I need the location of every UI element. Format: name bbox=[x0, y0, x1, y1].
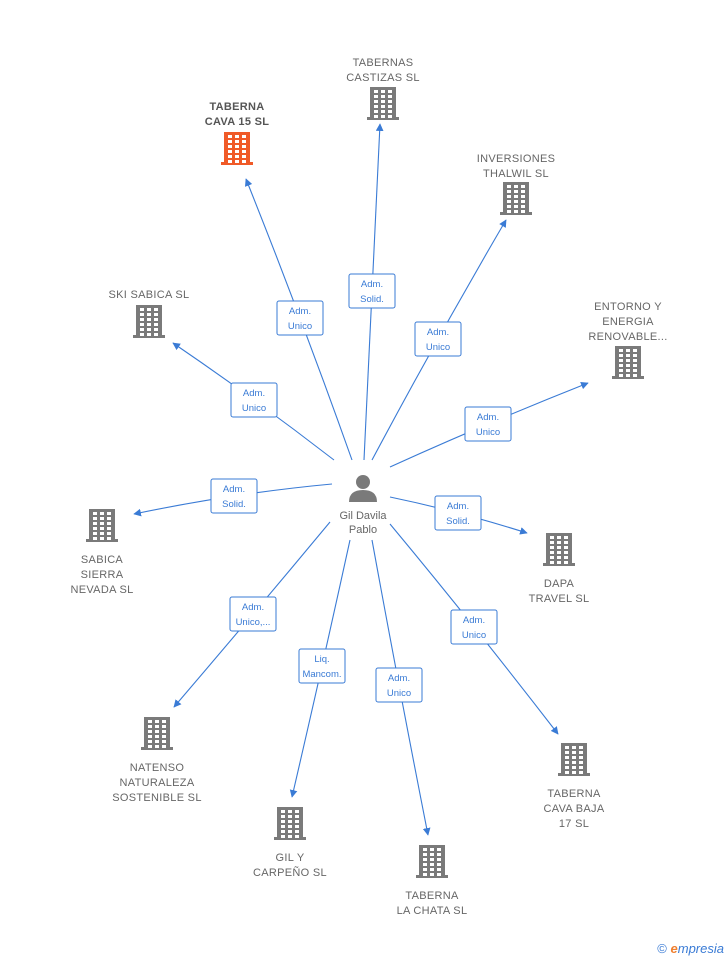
role-text: Unico bbox=[242, 403, 266, 414]
company-name: ENTORNO Y bbox=[594, 301, 662, 313]
role-text: Unico,... bbox=[236, 617, 271, 628]
company-node-taberna-cava-baja-17[interactable]: TABERNA CAVA BAJA 17 SL bbox=[544, 743, 605, 830]
company-name: CASTIZAS SL bbox=[346, 72, 420, 84]
brand-logo-text: mpresia bbox=[677, 941, 724, 956]
role-box-sabica-sierra-nevada[interactable]: Adm. Solid. bbox=[210, 478, 258, 514]
company-name: TABERNA bbox=[405, 890, 459, 902]
role-text: Solid. bbox=[360, 294, 384, 305]
company-name: NEVADA SL bbox=[70, 584, 133, 596]
person-name: Pablo bbox=[349, 524, 377, 536]
building-icon-highlight bbox=[221, 132, 253, 165]
role-box-dapa-travel[interactable]: Adm. Solid. bbox=[434, 495, 482, 531]
company-name: ENERGIA bbox=[602, 316, 654, 328]
role-box-tabernas-castizas[interactable]: Adm. Solid. bbox=[348, 273, 396, 309]
company-name: NATURALEZA bbox=[120, 777, 195, 789]
brand-logo-e: e bbox=[670, 941, 678, 956]
role-text: Mancom. bbox=[302, 669, 341, 680]
role-text: Solid. bbox=[446, 516, 470, 527]
building-icon bbox=[612, 346, 644, 379]
role-text: Adm. bbox=[242, 602, 264, 613]
company-name: CAVA 15 SL bbox=[205, 116, 270, 128]
role-box-natenso-naturaleza[interactable]: Adm. Unico,... bbox=[229, 596, 277, 632]
building-icon bbox=[543, 533, 575, 566]
role-text: Unico bbox=[462, 630, 486, 641]
footer-brand: © empresia bbox=[657, 941, 724, 956]
company-name: SOSTENIBLE SL bbox=[112, 792, 202, 804]
company-name: CAVA BAJA bbox=[544, 803, 605, 815]
role-text: Unico bbox=[288, 321, 312, 332]
role-text: Adm. bbox=[361, 279, 383, 290]
company-name: SABICA bbox=[81, 554, 124, 566]
company-name: LA CHATA SL bbox=[397, 905, 468, 917]
company-name: GIL Y bbox=[275, 852, 304, 864]
person-name: Gil Davila bbox=[339, 510, 387, 522]
company-name: TABERNA bbox=[209, 101, 264, 113]
role-text: Adm. bbox=[477, 412, 499, 423]
role-text: Adm. bbox=[243, 388, 265, 399]
company-name: NATENSO bbox=[130, 762, 185, 774]
building-icon bbox=[133, 305, 165, 338]
building-icon bbox=[416, 845, 448, 878]
role-text: Unico bbox=[426, 342, 450, 353]
company-node-taberna-cava-15[interactable]: TABERNA CAVA 15 SL bbox=[205, 101, 270, 165]
company-name: DAPA bbox=[544, 578, 575, 590]
role-box-taberna-la-chata[interactable]: Adm. Unico bbox=[375, 667, 423, 703]
building-icon bbox=[500, 182, 532, 215]
company-name: TABERNAS bbox=[353, 57, 414, 69]
building-icon bbox=[558, 743, 590, 776]
building-icon bbox=[86, 509, 118, 542]
company-node-taberna-la-chata[interactable]: TABERNA LA CHATA SL bbox=[397, 845, 468, 917]
company-node-inversiones-thalwil[interactable]: INVERSIONES THALWIL SL bbox=[477, 153, 556, 215]
role-box-ski-sabica[interactable]: Adm. Unico bbox=[230, 382, 278, 418]
role-text: Adm. bbox=[463, 615, 485, 626]
role-text: Adm. bbox=[388, 673, 410, 684]
company-name: SIERRA bbox=[81, 569, 124, 581]
role-box-inversiones-thalwil[interactable]: Adm. Unico bbox=[414, 321, 462, 357]
company-name: CARPEÑO SL bbox=[253, 866, 327, 879]
role-text: Adm. bbox=[427, 327, 449, 338]
company-node-natenso-naturaleza[interactable]: NATENSO NATURALEZA SOSTENIBLE SL bbox=[112, 717, 202, 804]
role-text: Unico bbox=[476, 427, 500, 438]
company-node-sabica-sierra-nevada[interactable]: SABICA SIERRA NEVADA SL bbox=[70, 509, 133, 596]
company-name: THALWIL SL bbox=[483, 168, 549, 180]
person-icon bbox=[349, 475, 377, 502]
role-text: Unico bbox=[387, 688, 411, 699]
company-name: RENOVABLE... bbox=[588, 331, 667, 343]
role-box-taberna-cava-baja-17[interactable]: Adm. Unico bbox=[450, 609, 498, 645]
company-node-gil-y-carpeno[interactable]: GIL Y CARPEÑO SL bbox=[253, 807, 327, 879]
company-node-dapa-travel[interactable]: DAPA TRAVEL SL bbox=[529, 533, 590, 605]
company-name: SKI SABICA SL bbox=[109, 289, 190, 301]
building-icon bbox=[274, 807, 306, 840]
company-node-tabernas-castizas[interactable]: TABERNAS CASTIZAS SL bbox=[346, 57, 420, 120]
building-icon bbox=[141, 717, 173, 750]
company-node-ski-sabica[interactable]: SKI SABICA SL bbox=[109, 289, 190, 338]
company-name: TRAVEL SL bbox=[529, 593, 590, 605]
role-text: Adm. bbox=[289, 306, 311, 317]
role-box-entorno-energia[interactable]: Adm. Unico bbox=[464, 406, 512, 442]
role-text: Adm. bbox=[447, 501, 469, 512]
role-box-taberna-cava-15[interactable]: Adm. Unico bbox=[276, 300, 324, 336]
company-name: TABERNA bbox=[547, 788, 601, 800]
company-node-entorno-energia[interactable]: ENTORNO Y ENERGIA RENOVABLE... bbox=[588, 301, 667, 379]
company-name: INVERSIONES bbox=[477, 153, 556, 165]
copyright-icon: © bbox=[657, 941, 667, 956]
role-text: Solid. bbox=[222, 499, 246, 510]
role-text: Adm. bbox=[223, 484, 245, 495]
role-text: Liq. bbox=[314, 654, 329, 665]
building-icon bbox=[367, 87, 399, 120]
role-box-gil-y-carpeno[interactable]: Liq. Mancom. bbox=[298, 648, 346, 684]
company-name: 17 SL bbox=[559, 818, 589, 830]
